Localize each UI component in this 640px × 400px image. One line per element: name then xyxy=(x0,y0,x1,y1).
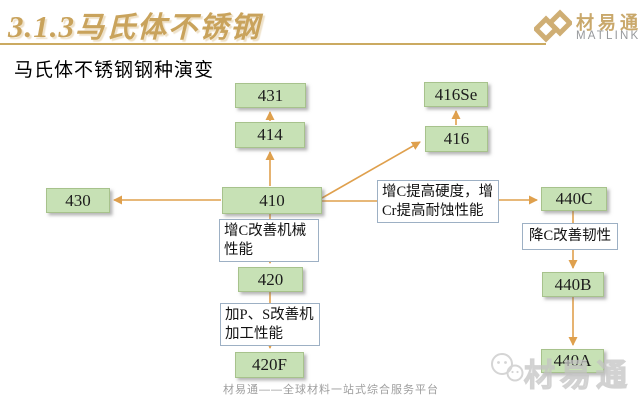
node-420: 420 xyxy=(238,267,303,292)
logo-name: 材易通 xyxy=(576,13,640,33)
page-title: 3.1.3马氏体不锈钢 xyxy=(8,4,261,46)
edge-label-increase-c-hardness: 增C提高硬度，增Cr提高耐蚀性能 xyxy=(377,180,499,224)
node-410: 410 xyxy=(222,187,322,214)
diagram-heading: 马氏体不锈钢钢种演变 xyxy=(14,60,215,81)
node-431: 431 xyxy=(235,83,306,108)
title-underline xyxy=(0,43,546,45)
node-440a: 440A xyxy=(541,349,604,373)
watermark: 材易通 xyxy=(490,346,640,394)
edge-label-decrease-c-toughness: 降C改善韧性 xyxy=(522,223,619,250)
node-430: 430 xyxy=(46,188,110,213)
node-440c: 440C xyxy=(541,187,607,211)
node-416: 416 xyxy=(425,126,488,152)
brand-logo: 材易通 MATLINK xyxy=(534,8,638,46)
chat-bubbles-icon xyxy=(491,353,524,382)
edge-label-add-p-s-machinability: 加P、S改善机加工性能 xyxy=(220,303,320,347)
interlocked-diamonds-icon xyxy=(534,9,572,43)
title-number: 3.1.3 xyxy=(8,9,75,44)
edge-label-increase-c-mechanical: 增C改善机械性能 xyxy=(219,219,319,263)
node-416se: 416Se xyxy=(424,82,488,107)
watermark-text: 材易通 xyxy=(523,357,632,393)
node-440b: 440B xyxy=(542,272,604,297)
node-414: 414 xyxy=(235,122,305,148)
logo-brand: MATLINK xyxy=(576,30,640,42)
title-text: 马氏体不锈钢 xyxy=(75,12,262,44)
node-420f: 420F xyxy=(235,352,304,378)
footer-slogan: 材易通——全球材料一站式综合服务平台 xyxy=(223,384,439,396)
